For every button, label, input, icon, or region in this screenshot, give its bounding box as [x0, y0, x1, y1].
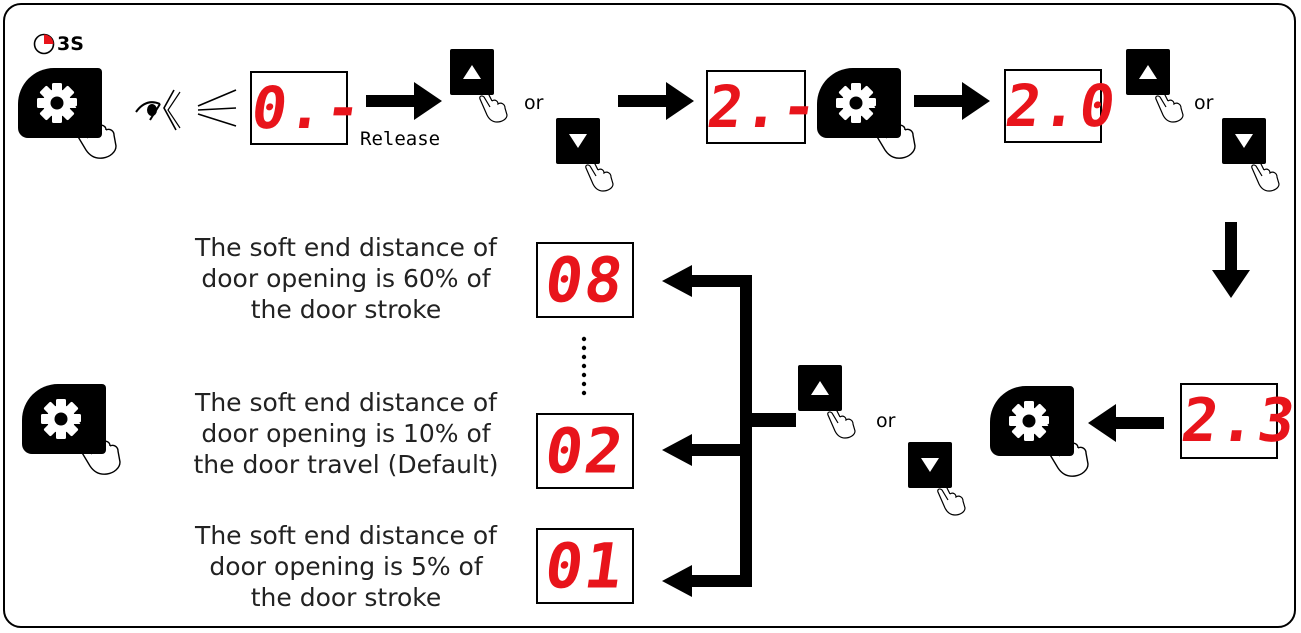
up-button-1[interactable]: [450, 49, 508, 123]
display-step-3-value: 2.0: [1001, 72, 1122, 140]
settings-gear-icon: [41, 399, 81, 439]
display-step-3: 2.0: [1001, 69, 1122, 143]
settings-gear-icon: [37, 83, 77, 123]
sight-lines-icon: [197, 89, 237, 127]
arrow-right-icon: [618, 82, 694, 120]
up-arrow-icon: [1139, 65, 1157, 79]
up-button-3[interactable]: [798, 365, 856, 439]
hand-press-icon: [1155, 80, 1184, 123]
arrow-down-icon: [1212, 222, 1250, 298]
hand-press-icon: [937, 473, 966, 516]
down-arrow-icon: [1235, 134, 1253, 148]
hand-press-icon: [585, 149, 614, 192]
settings-gear-icon: [1009, 401, 1049, 441]
display-step-2: 2.-: [703, 70, 824, 144]
display-step-4-value: 2.3: [1177, 386, 1301, 456]
option-display: 08: [536, 242, 634, 318]
down-arrow-icon: [921, 458, 939, 472]
arrow-left-icon: [1088, 404, 1164, 442]
timer-label: 3S: [57, 33, 84, 55]
or-label: or: [1194, 92, 1214, 114]
timer-icon: [33, 33, 55, 55]
display-step-1-value: 0.-: [247, 74, 368, 142]
option-display-value: 08: [540, 243, 630, 317]
option-description: The soft end distance of door opening is…: [195, 233, 497, 324]
or-label: or: [876, 410, 896, 432]
hand-press-icon: [72, 103, 117, 159]
branch-arrows: [662, 265, 796, 597]
down-button-2[interactable]: [1222, 118, 1280, 192]
or-label: or: [524, 92, 544, 114]
hand-press-icon: [76, 419, 121, 475]
down-arrow-icon: [569, 134, 587, 148]
settings-button-3[interactable]: [990, 386, 1089, 477]
settings-button-hold[interactable]: [18, 68, 117, 159]
release-label: Release: [360, 128, 441, 150]
eye-icon: [135, 89, 181, 131]
display-step-1: 0.-: [247, 71, 368, 145]
option-display: 01: [536, 528, 634, 604]
option-description: The soft end distance of door opening is…: [195, 521, 497, 612]
hand-press-icon: [871, 103, 916, 159]
hand-press-icon: [1251, 149, 1280, 192]
option-display: 02: [536, 413, 634, 489]
hand-press-icon: [479, 80, 508, 123]
option-display-value: 01: [540, 529, 630, 603]
hand-press-icon: [827, 396, 856, 439]
up-button-2[interactable]: [1126, 49, 1184, 123]
hand-press-icon: [1044, 421, 1089, 477]
option-description: The soft end distance of door opening is…: [193, 388, 499, 479]
settings-button-confirm[interactable]: [22, 384, 121, 475]
settings-gear-icon: [836, 83, 876, 123]
arrow-right-icon: [366, 82, 442, 120]
arrow-right-icon: [914, 82, 990, 120]
display-step-4: 2.3: [1177, 383, 1301, 459]
option-display-value: 02: [540, 414, 630, 488]
up-arrow-icon: [811, 381, 829, 395]
up-arrow-icon: [463, 65, 481, 79]
settings-button-2[interactable]: [817, 68, 916, 159]
down-button-3[interactable]: [908, 442, 966, 516]
down-button-1[interactable]: [556, 118, 614, 192]
display-step-2-value: 2.-: [703, 73, 824, 141]
ellipsis-dots: [581, 336, 587, 396]
